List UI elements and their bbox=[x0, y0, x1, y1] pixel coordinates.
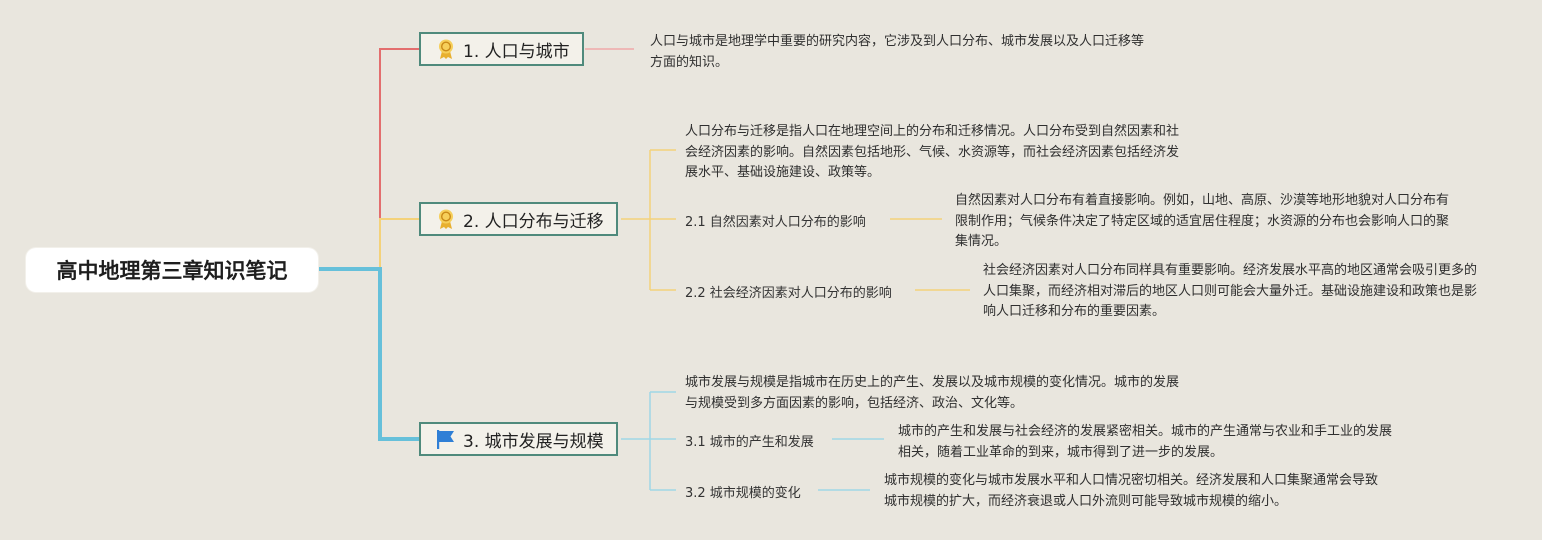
connector-topic-1 bbox=[318, 48, 419, 270]
topic-label: 3. 城市发展与规模 bbox=[463, 431, 604, 452]
root-title: 高中地理第三章知识笔记 bbox=[56, 259, 288, 283]
subtopic-description: 城市规模的变化与城市发展水平和人口情况密切相关。经济发展和人口集聚通常会导致城市… bbox=[884, 473, 1379, 509]
flag-icon bbox=[435, 428, 457, 450]
topic-node-1[interactable]: 1. 人口与城市 bbox=[419, 32, 584, 66]
subtopic-node[interactable]: 3.1 城市的产生和发展 bbox=[685, 435, 814, 450]
subtopic-description: 社会经济因素对人口分布同样具有重要影响。经济发展水平高的地区通常会吸引更多的人口… bbox=[983, 263, 1478, 319]
award-ribbon-icon bbox=[435, 38, 457, 60]
connector-topic-3 bbox=[318, 267, 419, 441]
subtopic-node[interactable]: 2.2 社会经济因素对人口分布的影响 bbox=[685, 286, 892, 301]
connector-topic-2 bbox=[318, 218, 419, 270]
topic-label: 1. 人口与城市 bbox=[463, 41, 570, 62]
topic-label: 2. 人口分布与迁移 bbox=[463, 211, 604, 232]
subtopic-node[interactable]: 3.2 城市规模的变化 bbox=[685, 486, 801, 501]
subtopic-node[interactable]: 2.1 自然因素对人口分布的影响 bbox=[685, 215, 866, 230]
subtopic-description: 自然因素对人口分布有着直接影响。例如，山地、高原、沙漠等地形地貌对人口分布有限制… bbox=[955, 193, 1450, 249]
topic-node-2[interactable]: 2. 人口分布与迁移 bbox=[419, 202, 618, 236]
topic-description: 人口与城市是地理学中重要的研究内容，它涉及到人口分布、城市发展以及人口迁移等方面… bbox=[650, 34, 1145, 70]
topic-description: 城市发展与规模是指城市在历史上的产生、发展以及城市规模的变化情况。城市的发展与规… bbox=[685, 375, 1180, 411]
topic-node-3[interactable]: 3. 城市发展与规模 bbox=[419, 422, 618, 456]
award-ribbon-icon bbox=[435, 208, 457, 230]
root-node[interactable]: 高中地理第三章知识笔记 bbox=[26, 248, 318, 292]
subtopic-description: 城市的产生和发展与社会经济的发展紧密相关。城市的产生通常与农业和手工业的发展相关… bbox=[898, 424, 1393, 460]
topic-description: 人口分布与迁移是指人口在地理空间上的分布和迁移情况。人口分布受到自然因素和社会经… bbox=[685, 124, 1180, 180]
